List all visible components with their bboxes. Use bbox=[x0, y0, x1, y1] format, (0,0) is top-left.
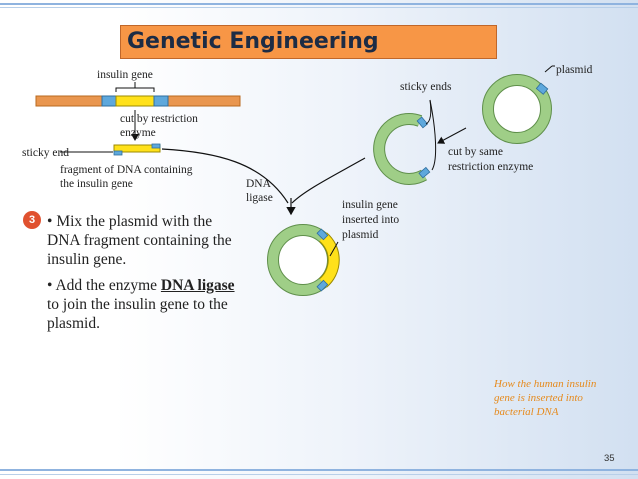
step-number-badge: 3 bbox=[23, 211, 41, 229]
dna-ligase-term: DNA ligase bbox=[160, 277, 235, 294]
cut-plasmid-to-ligase-arrow bbox=[291, 157, 366, 204]
title-banner: Genetic Engineering bbox=[120, 25, 497, 59]
cut-by-restriction-label-1: cut by restriction bbox=[120, 113, 198, 125]
cut-by-same-arrow bbox=[437, 127, 467, 144]
sticky-end-left-segment bbox=[101, 95, 117, 107]
caption-line-3: bacterial DNA bbox=[494, 406, 559, 418]
top-rule bbox=[0, 3, 638, 5]
cut-by-same-label-2: restriction enzyme bbox=[448, 161, 534, 173]
dna-ligase-label-1: DNA bbox=[246, 178, 271, 190]
sticky-end-right-segment bbox=[153, 95, 169, 107]
bullet-item-mix: • Mix the plasmid with the DNA fragment … bbox=[47, 213, 232, 268]
bullet-item-ligase: • Add the enzyme DNA ligase to join the … bbox=[47, 277, 235, 332]
insulin-inserted-label-2: inserted into bbox=[342, 214, 400, 226]
cut-plasmid bbox=[373, 113, 431, 185]
insulin-gene-bracket bbox=[115, 82, 155, 92]
insulin-inserted-label-3: plasmid bbox=[342, 229, 379, 241]
plasmid-label: plasmid bbox=[556, 64, 593, 76]
human-dna-strand bbox=[35, 95, 241, 107]
figure-caption: How the human insulin gene is inserted i… bbox=[494, 377, 596, 419]
caption-line-1: How the human insulin bbox=[494, 378, 597, 390]
insulin-gene-label: insulin gene bbox=[97, 69, 153, 81]
sticky-ends-pointer-bottom bbox=[429, 99, 437, 171]
insulin-gene-segment bbox=[115, 95, 155, 107]
slide-title: Genetic Engineering bbox=[127, 29, 379, 54]
bottom-rule bbox=[0, 469, 638, 471]
plasmid-cut-site bbox=[535, 82, 549, 95]
fragment-to-ligase-arrow bbox=[161, 148, 289, 204]
page-number: 35 bbox=[604, 453, 615, 464]
sticky-end-label: sticky end bbox=[22, 147, 69, 159]
sticky-ends-pointer-top bbox=[425, 99, 432, 125]
cut-plasmid-sticky-bottom bbox=[418, 166, 431, 179]
cut-by-restriction-label-2: enzyme bbox=[120, 127, 156, 139]
dna-ligase-label-2: ligase bbox=[246, 192, 273, 204]
intact-plasmid bbox=[482, 74, 552, 144]
bottom-rule-thin bbox=[0, 474, 638, 475]
inserted-insulin-gene bbox=[319, 233, 339, 287]
bullet-list: • Mix the plasmid with the DNA fragment … bbox=[47, 212, 247, 340]
fragment-label-2: the insulin gene bbox=[60, 178, 133, 190]
plasmid-pointer bbox=[544, 65, 553, 73]
bullet-text-mix: Mix the plasmid with the DNA fragment co… bbox=[47, 213, 232, 268]
top-rule-thin bbox=[0, 7, 638, 8]
dna-fragment bbox=[113, 143, 161, 156]
insulin-inserted-label-1: insulin gene bbox=[342, 199, 398, 211]
recombinant-plasmid bbox=[267, 224, 340, 296]
cut-plasmid-sticky-top bbox=[416, 116, 429, 129]
bullet-text-ligase-pre: Add the enzyme bbox=[55, 277, 161, 294]
sticky-ends-label: sticky ends bbox=[400, 81, 452, 93]
caption-line-2: gene is inserted into bbox=[494, 392, 583, 404]
inserted-pointer bbox=[329, 241, 339, 257]
bullet-text-ligase-post: to join the insulin gene to the plasmid. bbox=[47, 296, 228, 332]
fragment-label-1: fragment of DNA containing bbox=[60, 164, 193, 176]
cut-by-same-label-1: cut by same bbox=[448, 146, 503, 158]
